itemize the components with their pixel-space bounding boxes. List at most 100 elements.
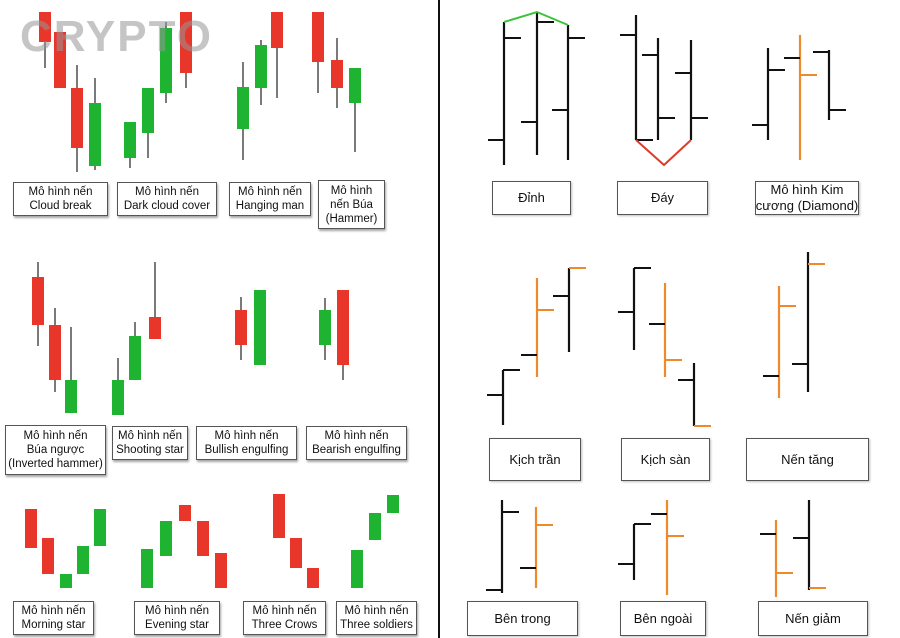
bearish-candle xyxy=(337,290,349,365)
label-line: nến Búa xyxy=(330,198,373,211)
label-line: Mô hình nến xyxy=(145,605,209,617)
label-line: (Hammer) xyxy=(325,212,378,225)
bearish-candle xyxy=(54,32,66,88)
label-line: Mô hình nến xyxy=(135,186,199,198)
label-line: Shooting star xyxy=(116,444,184,456)
peak-connector xyxy=(503,10,569,26)
bearish-candle xyxy=(235,310,247,345)
label-line: Bên ngoài xyxy=(633,610,693,626)
label-line: Bên trong xyxy=(494,610,551,626)
label-line: Mô hình Kim xyxy=(770,182,844,197)
bearish-candle xyxy=(273,494,285,538)
label-line: Mô hình nến xyxy=(324,430,389,442)
bearish-candle xyxy=(32,277,44,325)
bullish-candle xyxy=(94,509,106,546)
label-kich-tran: Kịch trần xyxy=(489,438,581,481)
label-line: Mô hình nến xyxy=(23,430,88,442)
bearish-candle xyxy=(271,12,283,48)
label-line: Đỉnh xyxy=(518,190,545,205)
bearish-candle xyxy=(25,509,37,548)
label-line: Evening star xyxy=(145,619,209,631)
label-line: Bullish engulfing xyxy=(204,444,289,456)
bullish-candle xyxy=(142,88,154,133)
label-line: Three soldiers xyxy=(340,619,413,631)
label-line: Búa ngược xyxy=(26,444,85,456)
label-line: Mô hình nến xyxy=(118,430,182,442)
label-kich-san: Kịch sàn xyxy=(621,438,710,481)
bullish-candle xyxy=(387,495,399,513)
label-ben-ngoai: Bên ngoài xyxy=(620,601,706,636)
bearish-candle xyxy=(312,12,324,62)
bearish-candle xyxy=(307,568,319,588)
label-nen-tang: Nến tăng xyxy=(746,438,869,481)
label-line: Hanging man xyxy=(235,200,305,212)
trough-connector xyxy=(635,139,692,167)
bullish-candle xyxy=(254,290,266,365)
label-line: Mô hình nến xyxy=(238,186,302,198)
bearish-candle xyxy=(149,317,161,339)
bullish-candle xyxy=(369,513,381,540)
bullish-candle xyxy=(349,68,361,103)
bullish-candle xyxy=(237,87,249,129)
bullish-candle xyxy=(60,574,72,588)
label-day: Đáy xyxy=(617,181,708,215)
label-line: Mô hình nến xyxy=(28,186,93,198)
bearish-candle xyxy=(180,12,192,73)
label-line: Dark cloud cover xyxy=(123,200,211,212)
bearish-candle xyxy=(331,60,343,88)
label-nen-giam: Nến giảm xyxy=(758,601,868,636)
label-line: Mô hình xyxy=(330,184,373,197)
bullish-candle xyxy=(89,103,101,166)
label-line: Three Crows xyxy=(251,619,318,631)
bullish-candle xyxy=(112,380,124,415)
label-line: Mô hình nến xyxy=(344,605,409,617)
bullish-candle xyxy=(141,549,153,588)
label-line: Morning star xyxy=(21,619,86,631)
bearish-candle xyxy=(49,325,61,380)
label-line: Mô hình nến xyxy=(252,605,317,617)
bullish-candle xyxy=(351,550,363,588)
bearish-candle xyxy=(179,505,191,521)
bullish-candle xyxy=(124,122,136,158)
label-ben-trong: Bên trong xyxy=(467,601,578,636)
label-line: cương (Diamond) xyxy=(755,198,859,213)
label-line: Kịch sàn xyxy=(640,451,691,467)
label-line: Mô hình nến xyxy=(21,605,86,617)
label-dinh: Đỉnh xyxy=(492,181,571,215)
label-line: (Inverted hammer) xyxy=(8,458,103,470)
label-line: Nến tăng xyxy=(781,451,834,467)
bearish-candle xyxy=(39,12,51,42)
label-line: Đáy xyxy=(650,190,675,205)
bearish-candle xyxy=(290,538,302,568)
bearish-candle xyxy=(42,538,54,574)
bearish-candle xyxy=(197,521,209,556)
crypto-watermark: CRYPTO xyxy=(20,12,213,61)
bullish-candle xyxy=(160,28,172,93)
bullish-candle xyxy=(319,310,331,345)
bearish-candle xyxy=(215,553,227,588)
label-line: Kịch trần xyxy=(509,451,561,467)
bullish-candle xyxy=(129,336,141,380)
bullish-candle xyxy=(160,521,172,556)
bullish-candle xyxy=(77,546,89,574)
bullish-candle xyxy=(65,380,77,413)
bearish-candle xyxy=(71,88,83,148)
label-line: Cloud break xyxy=(29,200,92,212)
bullish-candle xyxy=(255,45,267,88)
label-line: Bearish engulfing xyxy=(312,444,401,456)
